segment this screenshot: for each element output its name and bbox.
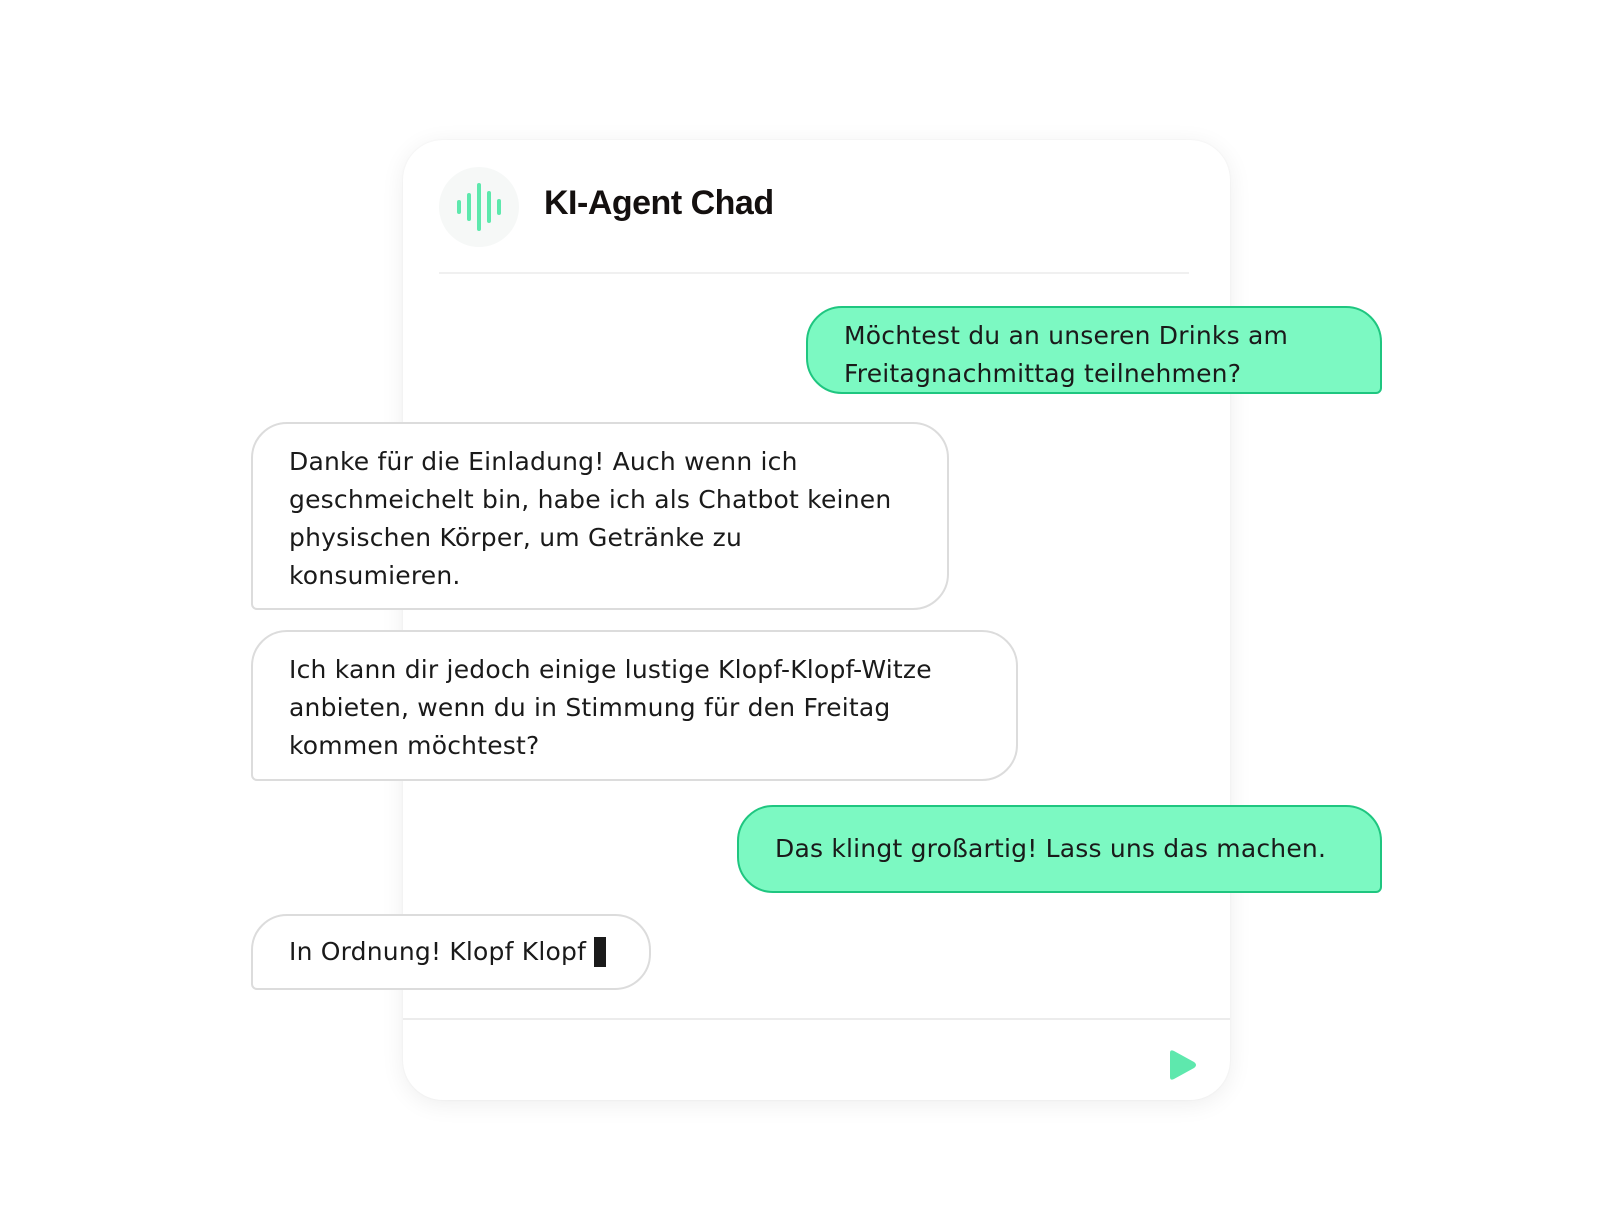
message-bot-typing: In Ordnung! Klopf Klopf [251, 914, 651, 990]
sound-wave-icon [457, 183, 501, 231]
chat-header: KI-Agent Chad [403, 140, 1230, 274]
message-bot: Ich kann dir jedoch einige lustige Klopf… [251, 630, 1018, 781]
message-text: Möchtest du an unseren Drinks am Freitag… [844, 321, 1289, 388]
message-bot: Danke für die Einladung! Auch wenn ich g… [251, 422, 949, 610]
message-user: Das klingt großartig! Lass uns das mache… [737, 805, 1382, 893]
header-divider [439, 272, 1189, 274]
agent-name: KI-Agent Chad [544, 184, 774, 222]
composer-divider [403, 1018, 1230, 1020]
typing-cursor [594, 937, 607, 967]
message-text: Danke für die Einladung! Auch wenn ich g… [289, 447, 892, 590]
agent-avatar [439, 167, 519, 247]
message-text: Ich kann dir jedoch einige lustige Klopf… [289, 655, 932, 760]
message-text: Das klingt großartig! Lass uns das mache… [775, 834, 1327, 863]
send-icon [1170, 1050, 1196, 1080]
send-button[interactable] [1161, 1045, 1201, 1085]
message-text: In Ordnung! Klopf Klopf [289, 937, 587, 966]
message-user: Möchtest du an unseren Drinks am Freitag… [806, 306, 1382, 394]
